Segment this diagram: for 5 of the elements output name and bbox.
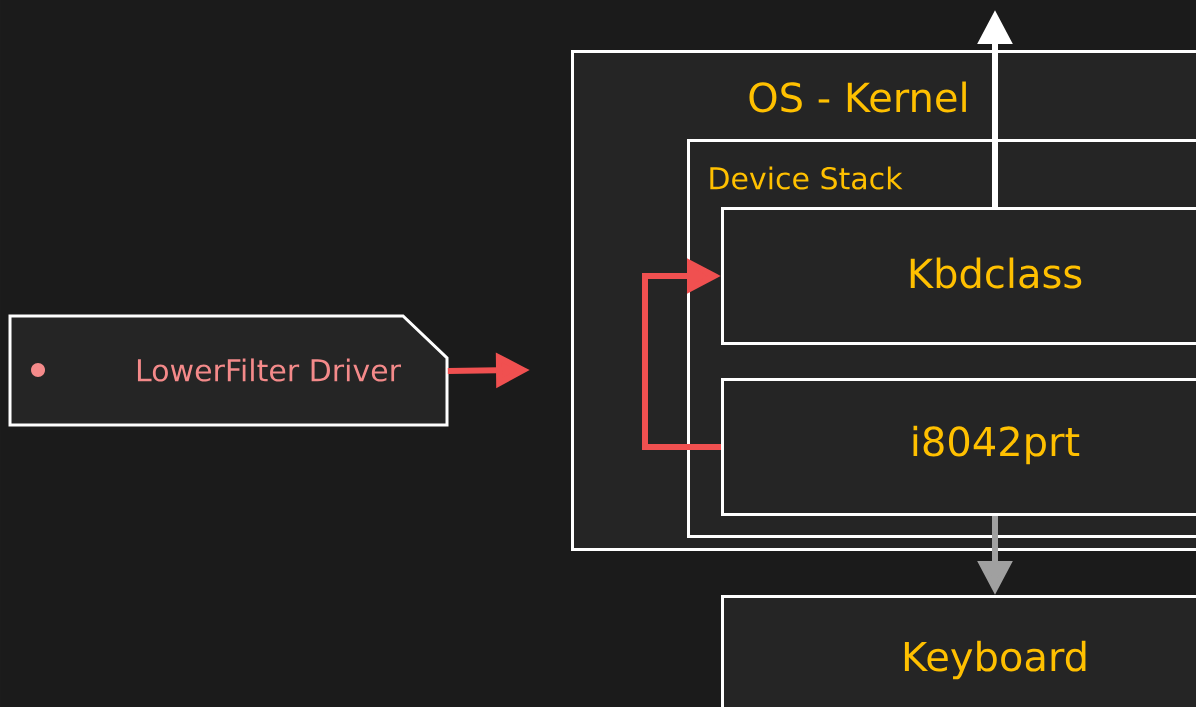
driver-box: i8042prt — [721, 378, 1196, 516]
device-box: Keyboard — [721, 595, 1196, 707]
driver-box: Kbdclass — [721, 207, 1196, 345]
arrow — [642, 258, 721, 450]
filter-driver-tag: LowerFilter Driver — [8, 314, 449, 427]
